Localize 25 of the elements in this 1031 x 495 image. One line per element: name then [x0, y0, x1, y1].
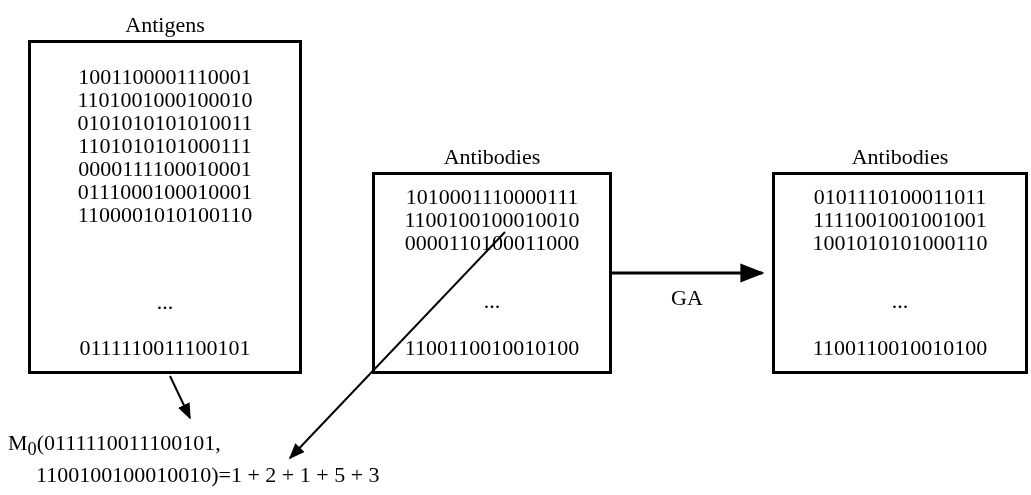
- binary-string: 1100001010100110: [76, 203, 254, 226]
- binary-string: 0111000100010001: [76, 180, 254, 203]
- binary-string: ...: [890, 289, 910, 312]
- binary-string: ...: [155, 290, 175, 313]
- binary-string: ...: [482, 289, 502, 312]
- binary-string: 1001010101000110: [811, 231, 989, 254]
- binary-string: 1101001000100010: [76, 88, 254, 111]
- box-heading: Antigens: [124, 12, 206, 38]
- binary-string: 0000111100010001: [77, 157, 253, 180]
- binary-string: 0101110100011011: [812, 185, 988, 208]
- box-heading: Antibodies: [850, 144, 950, 170]
- arrow: [612, 263, 765, 283]
- binary-string: 0111110011100101: [78, 336, 252, 359]
- arrow: [288, 231, 506, 460]
- binary-string: 1101010101000111: [77, 134, 253, 157]
- binary-string: 1010001110000111: [404, 185, 580, 208]
- arrow: [169, 375, 191, 420]
- binary-string: 1111001001001001: [812, 208, 988, 231]
- formula-text: M$_{0}$(0111110011100101, 1100100100010010)=1 + 2 + 1 + 5 + 3: [8, 430, 428, 490]
- binary-string: 0101010101010011: [76, 111, 254, 134]
- box-heading: Antibodies: [442, 144, 542, 170]
- binary-string: 1001100001110001: [77, 65, 253, 88]
- binary-string: 1100110010010100: [403, 336, 581, 359]
- binary-string: 1100110010010100: [811, 336, 989, 359]
- binary-string: 1100100100010010: [403, 208, 581, 231]
